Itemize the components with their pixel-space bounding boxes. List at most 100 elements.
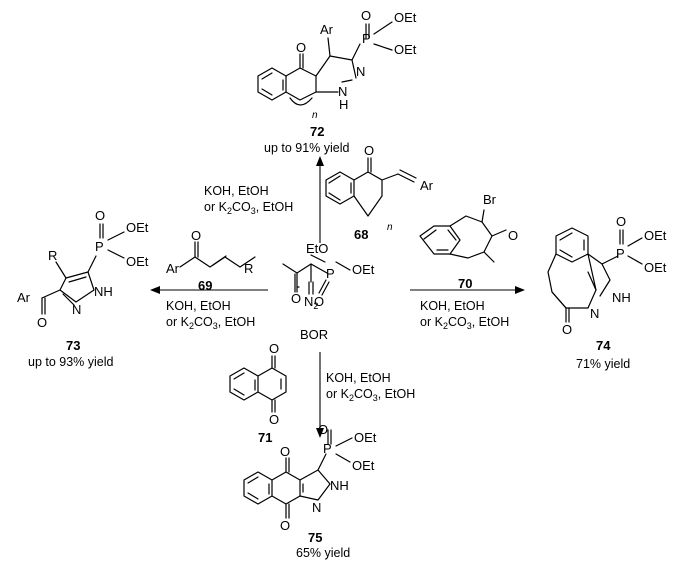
label-s71-o1: O (269, 341, 279, 356)
label-p73-number: 73 (66, 338, 80, 353)
conditions-left: KOH, EtOH or K2CO3, EtOH (166, 299, 255, 331)
label-down-line2_post: , EtOH (378, 387, 416, 401)
label-p75-n: N (312, 500, 321, 515)
label-p74-nh: NH (612, 290, 631, 305)
label-up-line2_mid: CO (232, 200, 251, 214)
label-p72-ar: Ar (320, 22, 334, 37)
label-down-line2_sub1: 2 (349, 393, 354, 403)
label-p72-p: P (362, 31, 371, 46)
label-p75-yield: 65% yield (296, 546, 350, 560)
label-down-line2_pre: or K (326, 387, 350, 401)
label-s70-o: O (508, 228, 518, 243)
reaction-arrows (150, 156, 525, 438)
label-left-line1: KOH, EtOH (166, 299, 231, 313)
svg-text:or K2CO3, EtOH: or K2CO3, EtOH (326, 387, 415, 403)
label-p75-oet2: OEt (352, 458, 375, 473)
label-p74-yield: 71% yield (576, 357, 630, 371)
label-p74-oet2: OEt (644, 260, 667, 275)
label-left-line2_sub2: 3 (213, 321, 218, 331)
product-73: R P O OEt OEt NH N Ar O 73 up to 93% yie… (17, 208, 149, 369)
label-down-line2_sub2: 3 (373, 393, 378, 403)
svg-text:N2: N2 (304, 294, 318, 311)
label-p72-o: O (296, 40, 306, 55)
bor-reagent: EtO P OEt O O N2 BOR (282, 241, 375, 342)
label-s68-ar: Ar (420, 178, 434, 193)
svg-text:or K2CO3, EtOH: or K2CO3, EtOH (420, 315, 509, 331)
label-p75-po: O (318, 422, 328, 437)
conditions-down: KOH, EtOH or K2CO3, EtOH (326, 371, 415, 403)
label-atoms-n2sub: 2 (313, 301, 318, 311)
label-right-line2_pre: or K (420, 315, 444, 329)
label-right-line2_post: , EtOH (472, 315, 510, 329)
label-s70-br: Br (483, 192, 497, 207)
label-right-line1: KOH, EtOH (420, 299, 485, 313)
label-p74-n: N (590, 306, 599, 321)
label-p73-p: P (95, 239, 104, 254)
label-p73-nh: NH (94, 284, 113, 299)
label-p73-oet1: OEt (126, 220, 149, 235)
substrate-71: O O 71 (229, 341, 287, 445)
label-p72-po: O (361, 8, 371, 23)
label-p72-yield: up to 91% yield (264, 141, 350, 155)
label-atoms-n2: N (304, 294, 313, 309)
label-s71-number: 71 (258, 430, 272, 445)
label-s68-n: n (387, 222, 393, 233)
label-p75-number: 75 (308, 530, 322, 545)
product-75: O O P O OEt OEt NH N 75 65% yield (243, 422, 377, 560)
label-right-line2_sub1: 2 (443, 321, 448, 331)
label-p72-h: H (339, 97, 348, 112)
label-left-line2_pre: or K (166, 315, 190, 329)
substrate-69: O Ar R 69 (166, 228, 256, 293)
label-p75-oet1: OEt (354, 430, 377, 445)
label-atoms-oet2: OEt (352, 262, 375, 277)
label-up-line2_post: , EtOH (256, 200, 294, 214)
label-up-line1: KOH, EtOH (204, 184, 269, 198)
label-s69-ar: Ar (166, 261, 180, 276)
label-left-line2_post: , EtOH (218, 315, 256, 329)
label-atoms-o2: O (291, 291, 301, 306)
label-p74-oet1: OEt (644, 228, 667, 243)
label-p72-n2: N (338, 84, 347, 99)
svg-text:or K2CO3, EtOH: or K2CO3, EtOH (166, 315, 255, 331)
label-p73-po: O (95, 208, 105, 223)
label-right-line2_sub2: 3 (467, 321, 472, 331)
product-72: O Ar P O OEt OEt N N H n 72 up to 91% yi… (257, 8, 417, 155)
label-p75-o1: O (280, 444, 290, 459)
label-p75-o2: O (280, 518, 290, 533)
label-left-line2_mid: CO (194, 315, 213, 329)
label-p75-nh: NH (330, 478, 349, 493)
label-p73-n: N (72, 302, 81, 317)
label-p75-p: P (323, 441, 332, 456)
label-p74-o: O (562, 322, 572, 337)
substrate-68: O Ar n 68 (325, 143, 434, 242)
label-down-line2_mid: CO (354, 387, 373, 401)
label-p73-oet2: OEt (126, 254, 149, 269)
label-p72-oet2: OEt (394, 42, 417, 57)
label-p72-n1: N (356, 64, 365, 79)
substrate-70: Br O 70 (419, 192, 518, 291)
label-s70-number: 70 (458, 276, 472, 291)
label-s68-o: O (364, 143, 374, 158)
label-p74-po: O (616, 214, 626, 229)
label-left-line2_sub1: 2 (189, 321, 194, 331)
label-p73-yield: up to 93% yield (28, 355, 114, 369)
label-p73-r: R (48, 248, 57, 263)
label-s69-o: O (191, 228, 201, 243)
label-p72-oet1: OEt (394, 10, 417, 25)
label-p72-n: n (312, 110, 318, 121)
label-atoms-o1: O (314, 294, 324, 309)
label-right-line2_mid: CO (448, 315, 467, 329)
label-down-line1: KOH, EtOH (326, 371, 391, 385)
label-s68-number: 68 (354, 227, 368, 242)
label-atoms-oet1: EtO (306, 241, 328, 256)
conditions-up: KOH, EtOH or K2CO3, EtOH (204, 184, 293, 216)
product-74: P O OEt OEt NH N O 74 71% yield (547, 214, 667, 371)
label-up-line2_sub1: 2 (227, 206, 232, 216)
svg-text:or K2CO3, EtOH: or K2CO3, EtOH (204, 200, 293, 216)
label-up-line2_sub2: 3 (251, 206, 256, 216)
label-p72-number: 72 (310, 124, 324, 139)
label-p74-number: 74 (596, 338, 611, 353)
label-s71-o2: O (269, 412, 279, 427)
label-p74-p: P (616, 246, 625, 261)
conditions-right: KOH, EtOH or K2CO3, EtOH (420, 299, 509, 331)
